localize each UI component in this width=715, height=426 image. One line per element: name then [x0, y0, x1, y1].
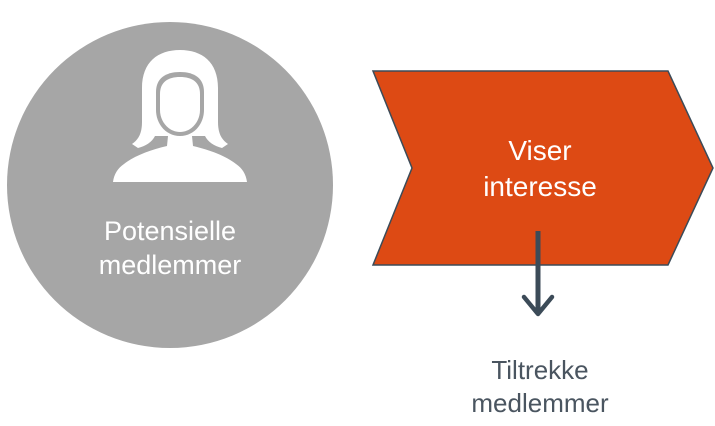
- attract-members-label: Tiltrekke medlemmer: [440, 354, 640, 420]
- potential-members-circle: [7, 22, 333, 348]
- potential-members-line2: medlemmer: [98, 250, 242, 280]
- arrow-down-icon: [521, 231, 555, 317]
- potential-members-label: Potensielle medlemmer: [40, 214, 300, 282]
- shows-interest-line1: Viser: [508, 135, 572, 166]
- person-icon: [113, 50, 247, 182]
- shows-interest-line2: interesse: [483, 171, 597, 202]
- potential-members-line1: Potensielle: [103, 216, 237, 246]
- shows-interest-label: Viser interesse: [440, 133, 640, 205]
- attract-members-line1: Tiltrekke: [491, 355, 589, 385]
- shows-interest-chevron: [371, 70, 714, 266]
- attract-members-line2: medlemmer: [471, 388, 609, 418]
